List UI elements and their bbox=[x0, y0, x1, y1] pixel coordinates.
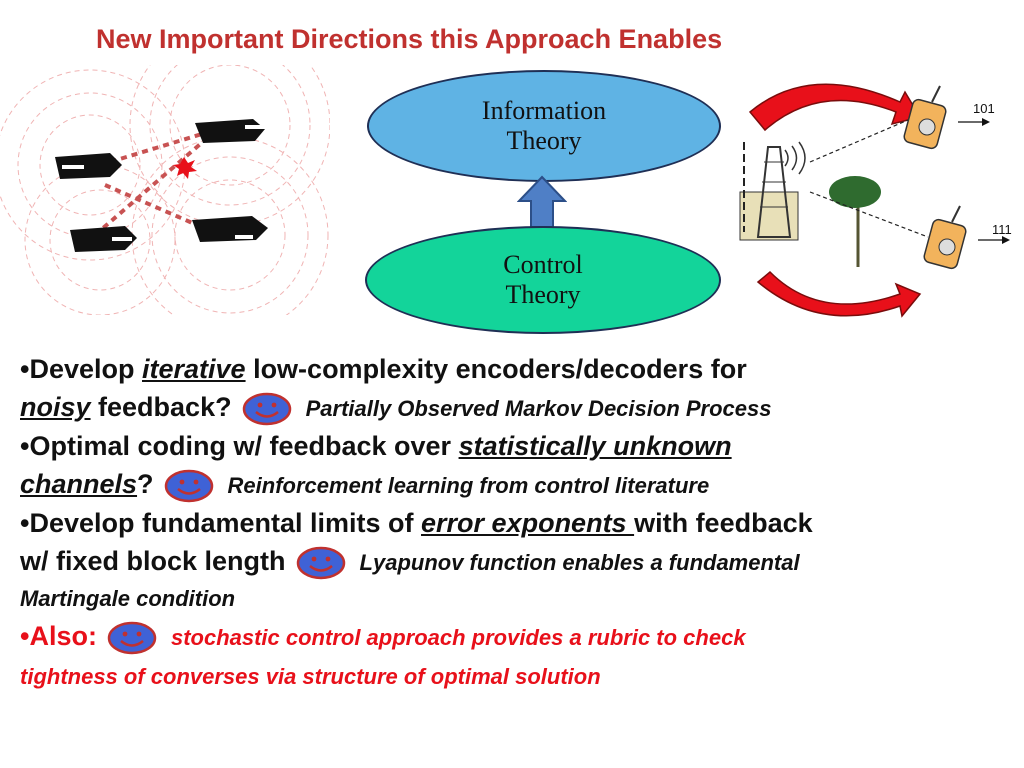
bullet-3-lead: Develop fundamental limits of bbox=[29, 508, 422, 538]
control-theory-line1: Control bbox=[503, 250, 583, 279]
bullet-1-line2: noisy feedback? Partially Observed Markov… bbox=[20, 390, 1024, 426]
bullet-2-note: Reinforcement learning from control lite… bbox=[227, 473, 710, 498]
control-theory-line2: Theory bbox=[505, 280, 581, 309]
bullet-3-mid: with feedback bbox=[634, 508, 813, 538]
information-theory-line2: Theory bbox=[506, 126, 582, 155]
bullet-1-note: Partially Observed Markov Decision Proce… bbox=[305, 396, 772, 421]
information-theory-line1: Information bbox=[481, 96, 607, 125]
tank-icon bbox=[195, 119, 267, 143]
bullet-3-emphasis: error exponents bbox=[421, 508, 635, 538]
smiley-face-icon bbox=[242, 392, 291, 426]
curved-arrow-top-icon bbox=[748, 83, 922, 132]
walkie-talkie-icon bbox=[903, 85, 947, 150]
bullet-1: •Develop iterative low-complexity encode… bbox=[20, 354, 747, 384]
bullet-4-lead: Also: bbox=[29, 621, 97, 651]
bullet-3-line3: Martingale condition bbox=[20, 580, 1024, 616]
up-arrow-icon bbox=[517, 175, 567, 228]
smiley-face-icon bbox=[296, 546, 345, 580]
bullet-3: •Develop fundamental limits of error exp… bbox=[20, 508, 813, 538]
bullet-3-line2: w/ fixed block length Lyapunov function e… bbox=[20, 544, 1024, 580]
curved-arrow-bottom-icon bbox=[756, 270, 922, 318]
tank-icon bbox=[55, 153, 122, 179]
bullet-4-note: stochastic control approach provides a r… bbox=[170, 625, 746, 650]
bullet-1-mid: low-complexity encoders/decoders for bbox=[245, 354, 747, 384]
bullet-2-tail: ? bbox=[137, 469, 154, 499]
bullet-2-emphasis2: channels bbox=[20, 469, 138, 499]
bullet-3-note: Lyapunov function enables a fundamental bbox=[359, 550, 800, 575]
code-label-101: 101 bbox=[973, 101, 995, 116]
bullet-3-note2: Martingale condition bbox=[20, 586, 236, 611]
code-label-111: 111 bbox=[992, 222, 1012, 237]
bullet-list: •Develop iterative low-complexity encode… bbox=[20, 349, 1024, 694]
bullet-3-line2-text: w/ fixed block length bbox=[20, 546, 286, 576]
walkie-talkie-icon bbox=[923, 205, 967, 270]
bullet-1-lead: Develop bbox=[29, 354, 142, 384]
slide-title: New Important Directions this Approach E… bbox=[96, 24, 723, 54]
bullet-1-emphasis: iterative bbox=[142, 354, 246, 384]
tree-icon bbox=[829, 176, 881, 267]
smiley-face-icon bbox=[107, 621, 157, 655]
bullet-1-emphasis2: noisy bbox=[20, 392, 91, 422]
bullet-4: •Also:stochastic control approach provid… bbox=[20, 616, 1024, 658]
radio-tower-icon bbox=[739, 141, 806, 241]
information-theory-bubble: Information Theory bbox=[367, 70, 721, 182]
bullet-4-line2: tightness of converses via structure of … bbox=[20, 658, 1024, 694]
wireless-channel-illustration bbox=[739, 83, 1010, 318]
explosion-icon bbox=[173, 157, 197, 179]
bullet-2-line2: channels? Reinforcement learning from con… bbox=[20, 467, 1024, 503]
tank-icon bbox=[70, 226, 137, 252]
bullet-2-emphasis: statistically unknown bbox=[458, 431, 732, 461]
bullet-4-note2: tightness of converses via structure of … bbox=[20, 664, 601, 689]
link-lines bbox=[93, 125, 226, 237]
bullet-2-lead: Optimal coding w/ feedback over bbox=[29, 431, 459, 461]
tank-icon bbox=[192, 216, 268, 242]
bullet-2: •Optimal coding w/ feedback over statist… bbox=[20, 431, 732, 461]
battlefield-illustration bbox=[0, 65, 330, 315]
bullet-1-tail: feedback? bbox=[90, 392, 232, 422]
control-theory-bubble: Control Theory bbox=[365, 226, 721, 334]
smiley-face-icon bbox=[164, 469, 213, 503]
